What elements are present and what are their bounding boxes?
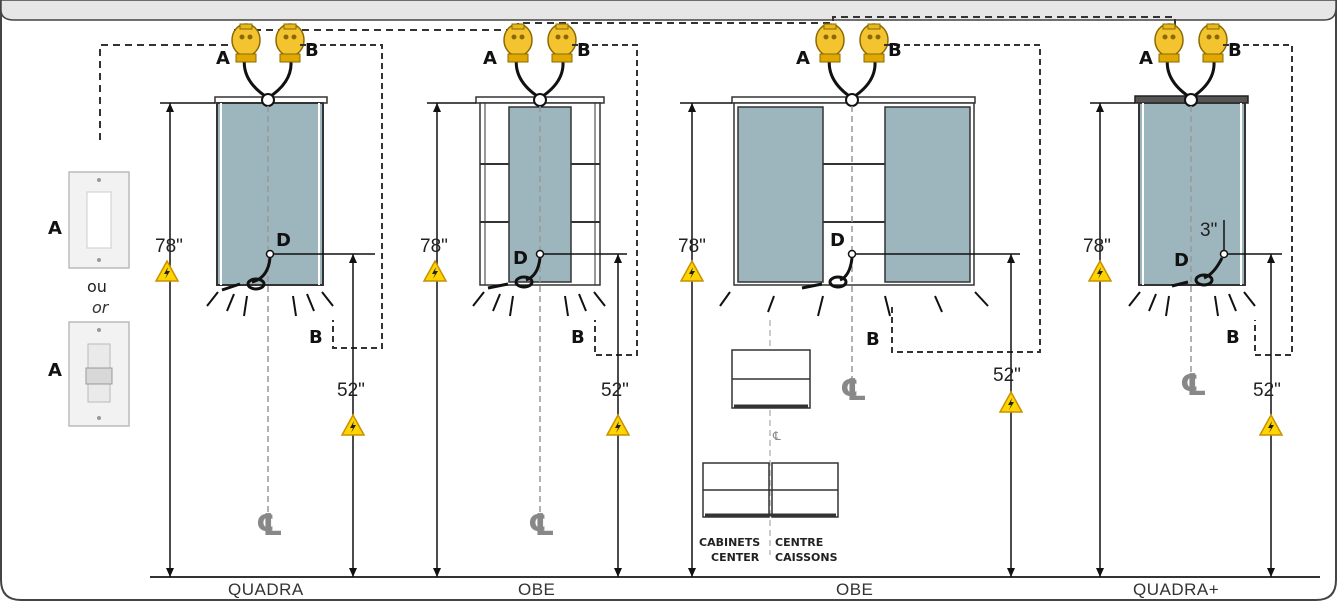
cabinets-center-line2: CENTER — [711, 551, 760, 564]
label-b-lower-3: B — [866, 329, 880, 350]
connector-b-icon — [275, 23, 305, 63]
label-d-3: D — [830, 230, 845, 251]
warning-icon — [680, 260, 704, 282]
warning-icon — [341, 414, 365, 436]
light-switch-rocker — [68, 171, 130, 269]
label-a-3: A — [796, 48, 810, 69]
label-b-lower-1: B — [309, 327, 323, 348]
unit-quadra — [160, 23, 383, 577]
light-switch-dimmer — [68, 321, 130, 427]
centerline-icon: ℄ — [840, 373, 867, 408]
frame-top-band — [0, 0, 1337, 21]
label-b-1: B — [305, 40, 319, 61]
dimension-52-2: 52" — [601, 380, 629, 401]
model-name-2: OBE — [518, 580, 555, 599]
model-name-1: QUADRA — [228, 580, 304, 599]
centerline-small-icon: ℄ — [772, 429, 781, 443]
model-name-4: QUADRA+ — [1133, 580, 1219, 599]
switch-label-a: A — [48, 218, 62, 239]
label-d-2: D — [513, 248, 528, 269]
dimension-3: 3" — [1200, 220, 1217, 241]
warning-icon — [999, 391, 1023, 413]
unit-obe-single — [427, 23, 638, 577]
label-b-lower-2: B — [571, 327, 585, 348]
unit-obe-triple — [680, 23, 1041, 577]
warning-icon — [1259, 414, 1283, 436]
label-b-lower-4: B — [1226, 327, 1240, 348]
label-b-3: B — [888, 40, 902, 61]
dimension-52-1: 52" — [337, 380, 365, 401]
connector-a-icon — [231, 23, 261, 63]
dimension-78-2: 78" — [420, 236, 448, 257]
centerline-icon: ℄ — [256, 508, 283, 543]
dimension-78-3: 78" — [678, 236, 706, 257]
warning-icon — [423, 260, 447, 282]
label-a-1: A — [216, 48, 230, 69]
centre-caissons-line1: CENTRE — [775, 536, 823, 549]
or-label-fr: ou — [87, 277, 107, 296]
label-a-2: A — [483, 48, 497, 69]
cabinets-center-line1: CABINETS — [699, 536, 760, 549]
dimension-78-1: 78" — [155, 236, 183, 257]
model-name-3: OBE — [836, 580, 873, 599]
label-d-1: D — [276, 230, 291, 251]
warning-icon — [155, 260, 179, 282]
dimension-52-3: 52" — [993, 365, 1021, 386]
or-label-en: or — [92, 298, 110, 317]
switch-label-a-2: A — [48, 360, 62, 381]
centre-caissons-line2: CAISSONS — [775, 551, 838, 564]
label-a-4: A — [1139, 48, 1153, 69]
unit-quadra-plus — [1090, 23, 1293, 577]
label-d-4: D — [1174, 250, 1189, 271]
centerline-icon: ℄ — [528, 508, 555, 543]
centerline-icon: ℄ — [1180, 368, 1207, 403]
label-b-4: B — [1228, 40, 1242, 61]
dimension-78-4: 78" — [1083, 236, 1111, 257]
dimension-52-4: 52" — [1253, 380, 1281, 401]
label-b-2: B — [577, 40, 591, 61]
warning-icon — [1088, 260, 1112, 282]
warning-icon — [606, 414, 630, 436]
